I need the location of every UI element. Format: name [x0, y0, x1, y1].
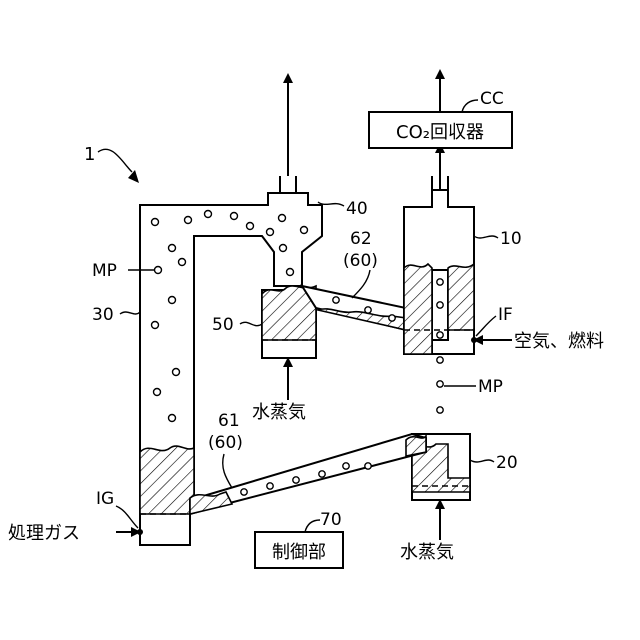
reactor-10-bed-right — [448, 264, 474, 330]
figure-label: 1 — [84, 144, 95, 165]
vessel-50 — [262, 286, 316, 400]
n62-label: 62 — [350, 229, 372, 249]
particle — [152, 322, 159, 329]
particle — [154, 389, 161, 396]
pipe-61-bed-right — [406, 436, 426, 456]
particle — [437, 357, 443, 363]
if-label: IF — [498, 305, 513, 325]
particle — [267, 483, 273, 489]
n70-leader — [305, 520, 320, 532]
n30-leader — [120, 312, 140, 314]
process-gas-label: 処理ガス — [8, 523, 80, 544]
particle — [437, 302, 443, 308]
control-box-label: 制御部 — [272, 542, 326, 563]
particle — [437, 279, 443, 285]
particle — [155, 267, 162, 274]
particle — [301, 227, 308, 234]
air-fuel-label: 空気、燃料 — [514, 331, 604, 352]
particle — [169, 297, 176, 304]
particle — [247, 223, 254, 230]
ig-label: IG — [96, 489, 114, 509]
reactor-10-bed-left — [404, 264, 432, 354]
particle — [231, 213, 238, 220]
figure-label-group: 1 — [84, 144, 139, 183]
particle — [389, 315, 395, 321]
if-leader — [476, 316, 496, 336]
particle — [365, 307, 371, 313]
cc-label: CC — [480, 89, 504, 109]
mp-right-label: MP — [478, 377, 503, 397]
particle — [287, 269, 294, 276]
particle — [179, 259, 186, 266]
steam-left-label: 水蒸気 — [252, 402, 306, 423]
control-unit: 制御部 70 — [255, 510, 343, 568]
ig-inlet-dot — [137, 529, 143, 535]
co2-box-label: CO₂回収器 — [396, 122, 484, 143]
particle — [280, 245, 287, 252]
n61-label: 61 — [218, 411, 240, 431]
particle — [437, 381, 443, 387]
particle — [152, 219, 159, 226]
figure-label-leader — [98, 149, 132, 172]
particle — [365, 463, 371, 469]
n20-label: 20 — [496, 453, 518, 473]
figure-label-arrowhead — [128, 170, 139, 183]
n50-leader — [240, 322, 262, 325]
cc-leader — [462, 100, 478, 112]
n20-leader — [470, 460, 494, 462]
particle — [241, 489, 247, 495]
particle — [343, 463, 349, 469]
particle — [205, 211, 212, 218]
particle — [173, 369, 180, 376]
n10-label: 10 — [500, 229, 522, 249]
particle — [437, 332, 443, 338]
mp-left-label: MP — [92, 261, 117, 281]
n61-leader — [223, 454, 232, 488]
particle — [333, 297, 339, 303]
particle — [293, 477, 299, 483]
particle — [267, 229, 274, 236]
n30-label: 30 — [92, 305, 114, 325]
n62-leader — [352, 270, 370, 298]
particle — [319, 471, 325, 477]
particle — [169, 245, 176, 252]
n62-sub-label: (60) — [343, 251, 378, 271]
pipe-61-bed-left — [190, 492, 232, 514]
n61-sub-label: (60) — [208, 433, 243, 453]
n40-label: 40 — [346, 199, 368, 219]
pipe-62 — [302, 286, 406, 330]
steam-right-label: 水蒸気 — [400, 542, 454, 563]
riser-bottom-bed — [140, 446, 194, 514]
particle — [169, 415, 176, 422]
n10-leader — [474, 236, 498, 238]
if-inlet-dot — [471, 337, 477, 343]
particle — [279, 215, 286, 222]
particle — [437, 407, 443, 413]
particle — [185, 217, 192, 224]
n70-label: 70 — [320, 510, 342, 530]
n50-label: 50 — [212, 315, 234, 335]
ig-leader — [116, 506, 138, 528]
